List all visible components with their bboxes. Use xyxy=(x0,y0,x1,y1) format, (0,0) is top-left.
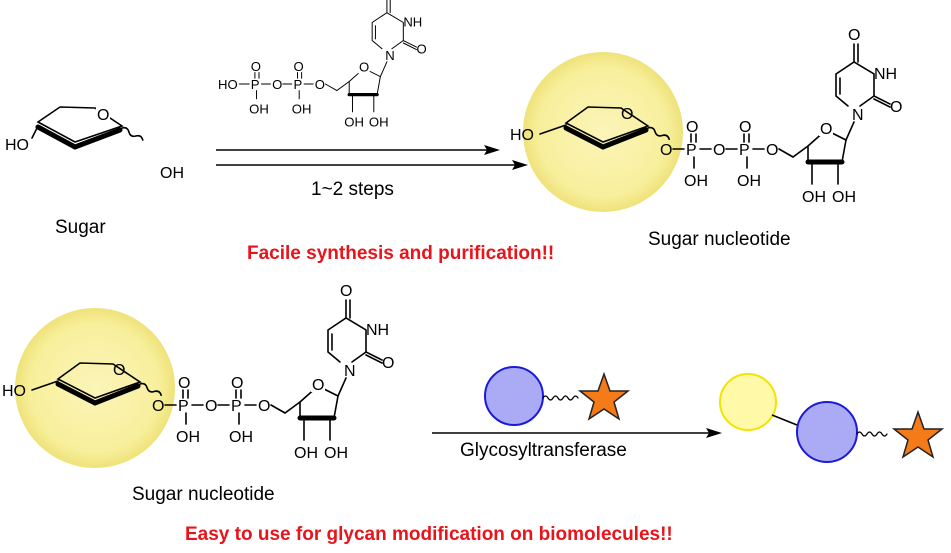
svg-text:OH: OH xyxy=(160,165,184,182)
biomolecule-reactant xyxy=(484,366,631,426)
headline-bottom: Easy to use for glycan modification on b… xyxy=(185,524,673,545)
sugar-nucleotide-top xyxy=(510,27,902,212)
svg-text:OH: OH xyxy=(344,115,364,130)
svg-text:P: P xyxy=(293,77,302,92)
sugar-label: Sugar xyxy=(55,217,106,238)
svg-text:OH: OH xyxy=(292,102,312,117)
svg-text:O: O xyxy=(251,59,261,74)
svg-text:O: O xyxy=(315,77,325,92)
svg-text:NH: NH xyxy=(403,15,422,30)
svg-text:HO: HO xyxy=(5,137,29,154)
svg-text:OH: OH xyxy=(249,102,269,117)
headline-top: Facile synthesis and purification!! xyxy=(247,243,554,264)
svg-text:P: P xyxy=(251,77,260,92)
protein-blue-circle xyxy=(484,366,544,426)
udp-reagent: HO P O OH O P O OH O OH OH O N O NH xyxy=(218,0,427,130)
svg-text:O: O xyxy=(359,60,369,75)
sugar-nucleotide-bottom xyxy=(2,283,394,468)
sugar-nucleotide-label-bottom: Sugar nucleotide xyxy=(132,484,275,505)
reaction-arrow-top xyxy=(216,145,528,170)
glycosylated-biomolecule xyxy=(719,373,945,463)
reaction-arrow-bottom xyxy=(432,428,722,438)
orange-star-icon xyxy=(891,409,945,459)
steps-label: 1~2 steps xyxy=(311,179,394,200)
svg-text:HO: HO xyxy=(218,77,238,92)
svg-text:O: O xyxy=(293,59,303,74)
protein-blue-circle xyxy=(796,401,858,463)
sugar-structure: HO OH O xyxy=(5,106,184,182)
glycan-yellow-circle xyxy=(719,373,777,431)
svg-text:N: N xyxy=(385,48,394,63)
svg-text:O: O xyxy=(97,107,109,124)
sugar-nucleotide-label-top: Sugar nucleotide xyxy=(648,229,791,250)
svg-text:OH: OH xyxy=(369,115,389,130)
enzyme-label: Glycosyltransferase xyxy=(460,440,627,461)
orange-star-icon xyxy=(577,371,631,421)
svg-text:O: O xyxy=(416,42,426,57)
svg-text:O: O xyxy=(272,77,282,92)
